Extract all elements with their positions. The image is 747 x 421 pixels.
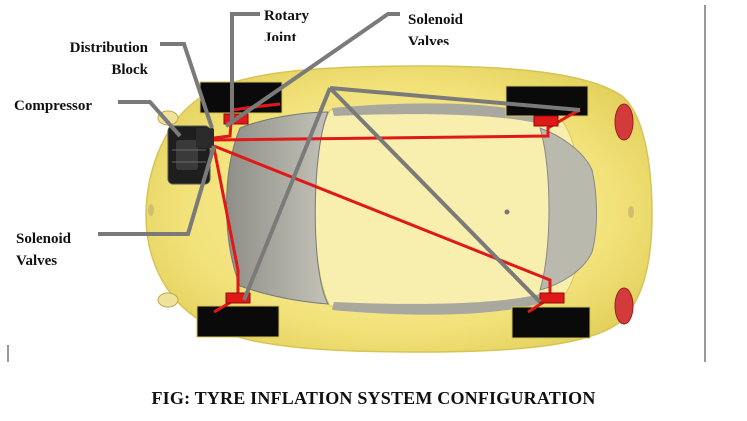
compressor-motor [176,140,198,170]
label-solenoid-top-line2: Valves [408,34,450,45]
leader-solenoid-top-c [242,87,332,301]
tail-light-bottom [614,287,634,325]
label-solenoid-valves-top: Solenoid Valves [408,9,463,45]
tyre-front-bottom [196,305,280,338]
air-line-rear-top [213,108,581,142]
air-lines [212,102,581,314]
compressor-cap [196,128,214,148]
tail-light-top [614,103,634,141]
figure-caption: FIG: TYRE INFLATION SYSTEM CONFIGURATION [151,388,596,408]
headlight-left-bottom [157,292,179,308]
label-rotary-joint: Rotary Joint [264,5,309,41]
label-solenoid-top-line1: Solenoid [408,12,464,28]
leader-lines [98,12,581,304]
label-solenoid-left-line2: Valves [16,253,58,265]
air-line-rear-bottom [213,144,552,314]
compressor-unit [167,125,214,185]
car-top-view [145,65,653,353]
valve-rear-top [533,115,559,127]
air-line-front-bottom [212,147,240,314]
leader-compressor [118,100,182,138]
rear-window [539,127,597,291]
label-solenoid-left-line1: Solenoid [16,231,72,247]
leader-solenoid-top-d [328,86,542,304]
valve-rear-bottom [539,292,565,304]
label-compressor-text: Compressor [14,98,93,114]
label-distribution-line2: Block [111,62,148,75]
leader-distribution-block [160,42,214,129]
label-distribution-block: Distribution Block [46,37,148,75]
leader-solenoid-left [98,145,216,236]
leader-solenoid-top-a [224,12,400,128]
side-marker-left [148,204,154,216]
fuel-cap [504,209,510,215]
valve-front-bottom [225,292,251,304]
leader-rotary-joint [230,12,260,124]
tyre-rear-bottom [511,306,591,339]
label-distribution-line1: Distribution [69,40,148,56]
side-window-top [332,103,545,124]
label-rotary-joint-line2: Joint [264,30,297,41]
side-window-bottom [332,294,545,315]
label-compressor: Compressor [14,95,92,117]
leader-solenoid-top-b [329,86,581,112]
label-rotary-joint-line1: Rotary [264,8,309,24]
side-marker-right [628,206,634,218]
label-solenoid-valves-left: Solenoid Valves [16,228,71,265]
